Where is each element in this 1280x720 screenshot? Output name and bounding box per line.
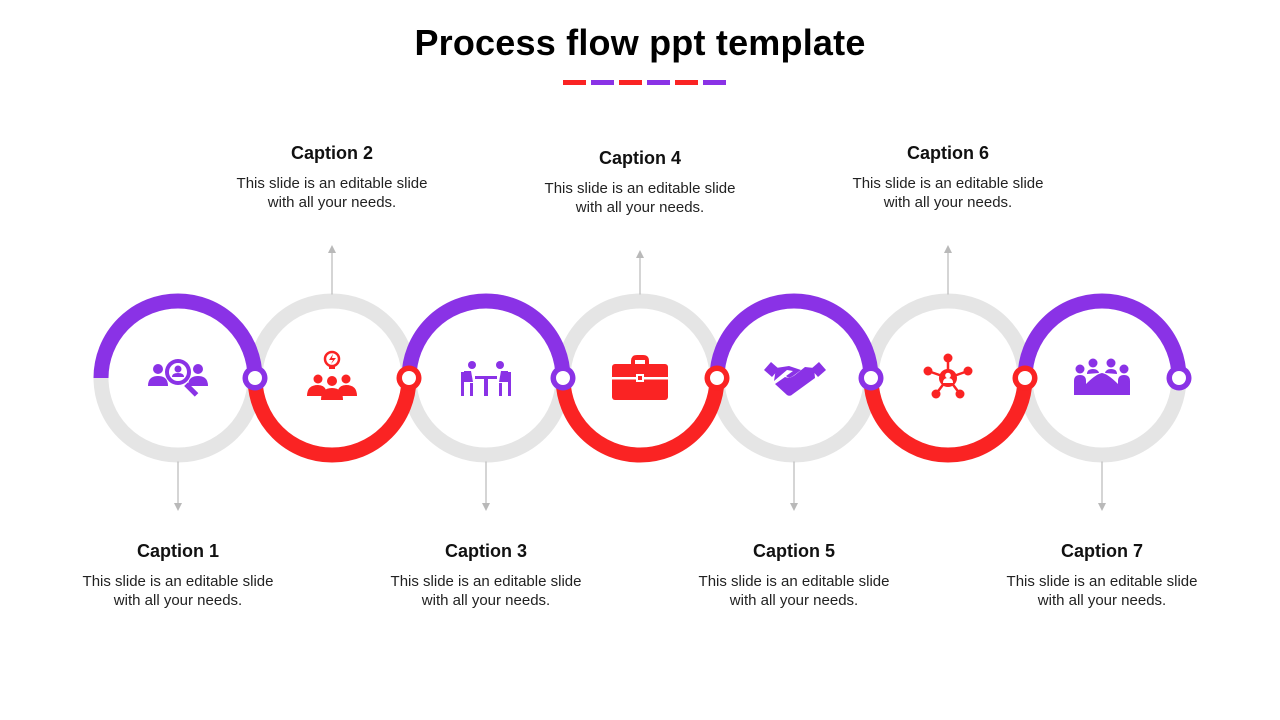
caption-text: This slide is an editable slide with all… bbox=[82, 573, 274, 609]
connector-dot-inner bbox=[864, 371, 878, 385]
arrow-head bbox=[636, 250, 644, 258]
caption-text: This slide is an editable slide with all… bbox=[236, 175, 428, 211]
arrow-head bbox=[174, 503, 182, 511]
underline-segment bbox=[619, 80, 642, 85]
group-meeting-icon bbox=[1074, 358, 1130, 395]
ring-arc bbox=[1017, 293, 1187, 379]
connector-arrow bbox=[1098, 461, 1106, 511]
caption-block: Caption 3 This slide is an editable slide… bbox=[376, 541, 596, 610]
caption-block: Caption 5 This slide is an editable slide… bbox=[684, 541, 904, 610]
connector-dot-inner bbox=[710, 371, 724, 385]
caption-text: This slide is an editable slide with all… bbox=[1006, 573, 1198, 609]
caption-text: This slide is an editable slide with all… bbox=[698, 573, 890, 609]
ring-arc bbox=[863, 377, 1033, 463]
connector-arrow bbox=[790, 461, 798, 511]
caption-text: This slide is an editable slide with all… bbox=[544, 180, 736, 216]
caption-title: Caption 6 bbox=[906, 143, 989, 163]
caption-title: Caption 1 bbox=[136, 541, 219, 561]
arrow-head bbox=[790, 503, 798, 511]
connector-dot-inner bbox=[1172, 371, 1186, 385]
connector-arrow bbox=[482, 461, 490, 511]
ring-arc bbox=[555, 377, 725, 463]
underline-segment bbox=[675, 80, 698, 85]
underline-segment bbox=[703, 80, 726, 85]
connector-dot-inner bbox=[1018, 371, 1032, 385]
network-icon bbox=[923, 353, 973, 399]
ring-arc bbox=[709, 293, 879, 379]
ring-arc bbox=[401, 293, 571, 379]
connector-arrow bbox=[636, 250, 644, 295]
dots-layer bbox=[242, 365, 1192, 391]
caption-title: Caption 4 bbox=[598, 148, 681, 168]
caption-title: Caption 3 bbox=[444, 541, 527, 561]
title-underline bbox=[563, 80, 726, 85]
connector-dot-inner bbox=[402, 371, 416, 385]
arrow-head bbox=[328, 245, 336, 253]
ring-arc bbox=[247, 377, 417, 463]
handshake-icon bbox=[764, 362, 826, 396]
ring-arc bbox=[93, 293, 263, 379]
caption-text: This slide is an editable slide with all… bbox=[390, 573, 582, 609]
underline-segment bbox=[563, 80, 586, 85]
search-users-icon bbox=[148, 359, 208, 397]
connector-arrow bbox=[174, 461, 182, 511]
page-title: Process flow ppt template bbox=[414, 22, 866, 63]
caption-block: Caption 4 This slide is an editable slide… bbox=[530, 148, 750, 217]
caption-block: Caption 6 This slide is an editable slide… bbox=[838, 143, 1058, 212]
underline-segment bbox=[647, 80, 670, 85]
arrow-head bbox=[482, 503, 490, 511]
arrows-layer bbox=[174, 245, 1106, 511]
connector-dot-inner bbox=[248, 371, 262, 385]
caption-title: Caption 2 bbox=[290, 143, 373, 163]
meeting-table-icon bbox=[461, 361, 511, 396]
arrow-head bbox=[944, 245, 952, 253]
caption-block: Caption 1 This slide is an editable slide… bbox=[68, 541, 288, 610]
briefcase-icon bbox=[612, 355, 668, 400]
arrow-head bbox=[1098, 503, 1106, 511]
caption-title: Caption 5 bbox=[752, 541, 835, 561]
caption-block: Caption 2 This slide is an editable slide… bbox=[222, 143, 442, 212]
connector-dot-inner bbox=[556, 371, 570, 385]
connector-arrow bbox=[328, 245, 336, 295]
icons-layer bbox=[148, 350, 1130, 400]
underline-segment bbox=[591, 80, 614, 85]
idea-team-icon bbox=[307, 350, 357, 400]
caption-block: Caption 7 This slide is an editable slide… bbox=[992, 541, 1212, 610]
caption-title: Caption 7 bbox=[1060, 541, 1143, 561]
connector-arrow bbox=[944, 245, 952, 295]
caption-text: This slide is an editable slide with all… bbox=[852, 175, 1044, 211]
